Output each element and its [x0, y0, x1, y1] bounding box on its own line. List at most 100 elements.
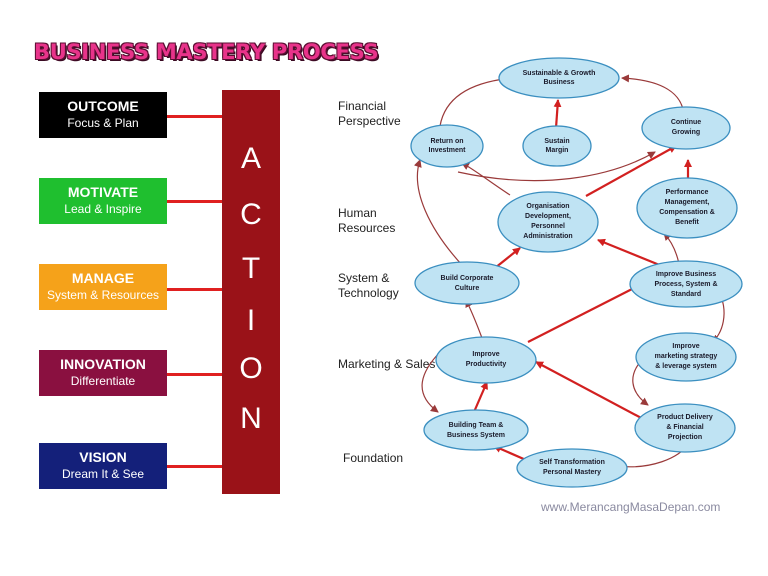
node-label: Self Transformation	[539, 459, 605, 466]
pillar-heading: OUTCOME	[67, 98, 139, 114]
node-org: Organisation Development, Personnel Admi…	[497, 191, 599, 253]
node-label: Productivity	[466, 361, 507, 368]
node-team: Building Team & Business System	[423, 409, 529, 451]
action-letter: I	[246, 304, 256, 337]
node-margin: Sustain Margin	[522, 125, 592, 167]
arrow-margin-to-sustainable	[553, 99, 562, 129]
node-label: Standard	[671, 291, 701, 298]
node-culture: Build Corporate Culture	[414, 261, 520, 305]
node-label: Growing	[672, 129, 700, 136]
arrow-culture-to-org	[494, 247, 521, 269]
node-label: Sustain	[544, 138, 569, 145]
node-label: Development,	[525, 213, 571, 220]
action-letter: O	[239, 352, 263, 385]
node-label: marketing strategy	[655, 353, 718, 360]
perspective-line: Resources	[338, 221, 396, 235]
perspective-line: Financial	[338, 99, 387, 113]
perspective-line: Marketing & Sales	[338, 357, 436, 371]
node-label: Administration	[523, 233, 572, 240]
pillar-heading: MOTIVATE	[67, 184, 139, 200]
pillar-subtitle: Lead & Inspire	[64, 202, 142, 216]
node-label: Investment	[429, 147, 467, 154]
node-label: Improve	[672, 343, 699, 350]
arrow-team-to-productivity	[472, 381, 489, 413]
pillar-heading: INNOVATION	[60, 356, 146, 372]
arrow-process-to-org	[597, 238, 663, 268]
node-roi: Return on Investment	[410, 124, 484, 168]
node-label: Organisation	[526, 203, 569, 210]
arrow-org-to-growing	[585, 145, 677, 197]
connector-motivate	[167, 200, 222, 203]
pillar-subtitle: System & Resources	[46, 288, 160, 302]
perspective-line: Perspective	[338, 114, 401, 128]
pillar-subtitle: Dream It & See	[61, 467, 145, 481]
connector-manage	[167, 288, 222, 291]
node-label: Business	[543, 79, 574, 86]
node-label: Continue	[671, 119, 701, 126]
perspective-line: System &	[338, 271, 390, 285]
node-label: Performance	[666, 189, 709, 196]
perspective-line: Foundation	[343, 451, 404, 465]
node-label: Margin	[546, 147, 569, 154]
node-label: Process, System &	[654, 281, 717, 288]
perspective-line: Technology	[338, 286, 399, 300]
arrow-productivity-to-team	[421, 351, 441, 413]
node-label: & leverage system	[655, 363, 716, 370]
node-label: Culture	[455, 285, 480, 292]
node-label: Improve Business	[656, 271, 716, 278]
pillar-vision: VISION Dream It & See	[39, 443, 167, 489]
pillar-motivate: MOTIVATE Lead & Inspire	[39, 178, 167, 224]
action-letter: N	[240, 402, 262, 435]
node-process: Improve Business Process, System & Stand…	[629, 260, 743, 308]
arrow-roi-to-growing	[457, 151, 656, 182]
perspective-financial: Financial Perspective	[338, 99, 401, 129]
node-growing: Continue Growing	[641, 106, 731, 150]
action-letter: C	[240, 198, 262, 231]
node-label: Building Team &	[449, 422, 504, 429]
arrow-productivity-to-culture	[465, 299, 483, 339]
footer-url: www.MerancangMasaDepan.com	[541, 500, 721, 514]
node-label: Business System	[447, 432, 505, 439]
node-marketing: Improve marketing strategy & leverage sy…	[635, 332, 737, 382]
node-sustainable: Sustainable & Growth Business	[498, 57, 620, 99]
pillar-manage: MANAGE System & Resources	[39, 264, 167, 310]
connector-outcome	[167, 115, 222, 118]
perspective-system-technology: System & Technology	[338, 271, 399, 301]
node-label: Improve	[472, 351, 499, 358]
pillar-heading: MANAGE	[71, 270, 135, 286]
pillar-subtitle: Focus & Plan	[67, 116, 139, 130]
node-label: Personal Mastery	[543, 469, 601, 476]
pillar-innovation: INNOVATION Differentiate	[39, 350, 167, 396]
node-perf: Performance Management, Compensation & B…	[636, 177, 738, 239]
node-label: Projection	[668, 434, 702, 441]
perspective-marketing-sales: Marketing & Sales	[338, 357, 435, 372]
node-label: Return on	[430, 138, 463, 145]
pillar-outcome: OUTCOME Focus & Plan	[39, 92, 167, 138]
arrow-delivery-to-productivity	[535, 361, 646, 421]
perspective-foundation: Foundation	[343, 451, 403, 466]
arrow-culture-to-roi	[413, 159, 463, 266]
arrow-productivity-to-process	[527, 284, 641, 343]
node-delivery: Product Delivery & Financial Projection	[634, 403, 736, 453]
node-label: Management,	[665, 199, 710, 206]
pillar-subtitle: Differentiate	[70, 374, 136, 388]
node-self: Self Transformation Personal Mastery	[516, 448, 628, 488]
action-letter: T	[241, 252, 261, 285]
node-label: Sustainable & Growth	[523, 70, 596, 77]
action-letter: A	[240, 142, 261, 175]
node-label: & Financial	[666, 424, 703, 431]
node-label: Benefit	[675, 219, 699, 226]
pillar-heading: VISION	[79, 449, 127, 465]
perspective-human-resources: Human Resources	[338, 206, 395, 236]
diagram-title: BUSINESS MASTERY PROCESS	[34, 40, 379, 64]
node-productivity: Improve Productivity	[435, 336, 537, 384]
node-label: Compensation &	[659, 209, 715, 216]
node-label: Product Delivery	[657, 414, 713, 421]
connector-vision	[167, 465, 222, 468]
node-label: Personnel	[531, 223, 565, 230]
connector-innovation	[167, 373, 222, 376]
node-label: Build Corporate	[441, 275, 494, 282]
perspective-line: Human	[338, 206, 377, 220]
action-bar: A C T I O N	[222, 90, 280, 494]
